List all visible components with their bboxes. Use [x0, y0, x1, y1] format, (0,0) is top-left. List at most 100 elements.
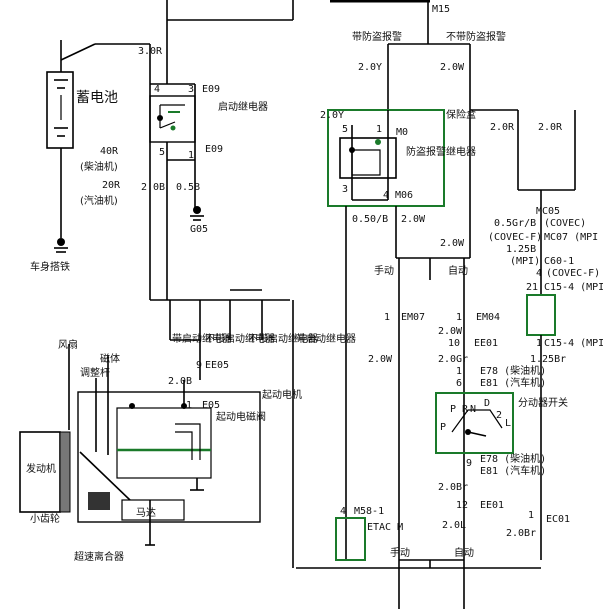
connector-label: EM04: [476, 312, 500, 323]
battery: [46, 40, 74, 253]
wire-label: 0.5B: [176, 182, 200, 193]
anti-theft-relay: [327, 109, 445, 207]
wire-label: 2.0B: [141, 182, 165, 193]
connector-label: EE01: [474, 338, 498, 349]
wire-label: 2.0W: [440, 62, 465, 73]
connector-label: E81 (汽车机): [480, 464, 546, 477]
motor-label: 马达: [136, 507, 156, 519]
gear-label: P R: [450, 404, 469, 415]
engine-type-label: (柴油机): [80, 160, 118, 173]
wire-label: 2.0Br: [506, 528, 536, 539]
ground-label: G05: [190, 224, 208, 235]
top-wires: [166, 0, 471, 110]
pin-label: 1: [528, 510, 534, 521]
pinion-lever: [79, 451, 131, 501]
fan-label: 风扇: [58, 338, 78, 351]
pin-label: 3: [342, 184, 348, 195]
connector-label: EC01: [546, 514, 570, 525]
pin-label: 4: [154, 84, 160, 95]
connector-label: M58-1: [354, 506, 384, 517]
pin-label: 4: [383, 190, 389, 201]
option-label: 不带启动继电器: [248, 332, 318, 345]
option-label: 不带启动继电器: [205, 332, 275, 345]
option-label: 带启动继电器: [296, 332, 356, 345]
connector-label: E78 (柴油机): [480, 364, 546, 377]
fuse-box-label: 保险盒: [446, 108, 476, 121]
variant-label: (COVEC-F): [488, 232, 542, 243]
magnet-label: 磁体: [100, 352, 120, 365]
mode-label: 手动: [374, 264, 394, 277]
option-label: 带启动继电器: [172, 332, 232, 345]
connector-label: C60-1: [544, 256, 574, 267]
anti-theft-relay-label: 防盗报警继电器: [406, 145, 476, 158]
wire-label: 2.0B: [168, 376, 192, 387]
connector-label: E09: [205, 144, 223, 155]
wire-label: 20R: [102, 180, 121, 191]
pin-label: 1: [186, 400, 192, 411]
battery-label: 蓄电池: [76, 90, 118, 106]
pin-label: 12: [456, 500, 468, 511]
connector-label: EE05: [205, 360, 229, 371]
start-relay: [149, 20, 204, 221]
mode-label: 自动: [448, 264, 468, 277]
connector-label: C15-4 (MPI: [544, 282, 603, 293]
m15-label: M15: [432, 4, 450, 15]
gear-label: N: [470, 404, 476, 415]
pin-label: 4: [536, 268, 542, 279]
mode-label: 手动: [390, 546, 410, 559]
pin-label: 1: [376, 124, 382, 135]
pin-label: 1: [384, 312, 390, 323]
wire-label: 2.0W: [438, 326, 463, 337]
variant-label: (COVEC): [544, 218, 586, 229]
label-with-alarm: 带防盗报警: [352, 30, 402, 43]
wire-label: 2.0Y: [358, 62, 382, 73]
wire-label: 2.0L: [442, 520, 466, 531]
flywheel: [59, 431, 71, 513]
wire-label: 2.0Br: [438, 482, 468, 493]
connector-label: MC05: [536, 206, 560, 217]
pin-label: 9: [466, 458, 472, 469]
wire-label: 0.50/B: [352, 214, 388, 225]
connector-label: E78 (柴油机): [480, 452, 546, 465]
wire-label: 1.25B: [506, 244, 536, 255]
connector-label: MC07 (MPI: [544, 232, 598, 243]
pin-label: 1: [456, 366, 462, 377]
connector-label: EE01: [480, 500, 504, 511]
etac-module: [335, 517, 366, 561]
pin-label: 5: [342, 124, 348, 135]
battery-wire: [60, 43, 96, 61]
starter-motor: [77, 391, 261, 523]
connector-label: EM07: [401, 312, 425, 323]
wire-label: 2.0Y: [320, 110, 344, 121]
variant-label: (COVEC-F): [546, 268, 600, 279]
gear-label: P: [440, 422, 446, 433]
body-ground-label: 车身搭铁: [30, 260, 70, 273]
pin-label: 1: [188, 150, 194, 161]
connector-label: E09: [202, 84, 220, 95]
pin-label: 1: [536, 338, 542, 349]
pin-label: 5: [159, 147, 165, 158]
wire-label: 2.0W: [368, 354, 393, 365]
etac-label: ETAC M: [367, 522, 403, 533]
transfer-switch-label: 分动器开关: [518, 396, 568, 409]
connector-label: E81 (汽车机): [480, 376, 546, 389]
engine-label: 发动机: [26, 462, 56, 475]
connector-label: E05: [202, 400, 220, 411]
wire-label: 0.5Gr/B: [494, 218, 536, 229]
wire-label: 2.0W: [440, 238, 465, 249]
wire-label: 2.0Gr: [438, 354, 468, 365]
pinion-label: 小齿轮: [30, 512, 60, 525]
overrun-clutch-label: 超速离合器: [74, 550, 124, 563]
mode-label: 自动: [454, 546, 474, 559]
pin-label: 21: [526, 282, 538, 293]
wire-label: 3.0R: [138, 46, 163, 57]
gear-label: 2: [496, 410, 502, 421]
label-without-alarm: 不带防盗报警: [446, 30, 506, 43]
start-relay-label: 启动继电器: [218, 100, 268, 113]
connector-label: M0: [396, 127, 408, 138]
connector-label: M06: [395, 190, 413, 201]
adjust-rod-label: 调整杆: [80, 366, 110, 379]
starter-motor-label: 起动电机: [262, 388, 302, 401]
engine-type-label: (汽油机): [80, 194, 118, 207]
